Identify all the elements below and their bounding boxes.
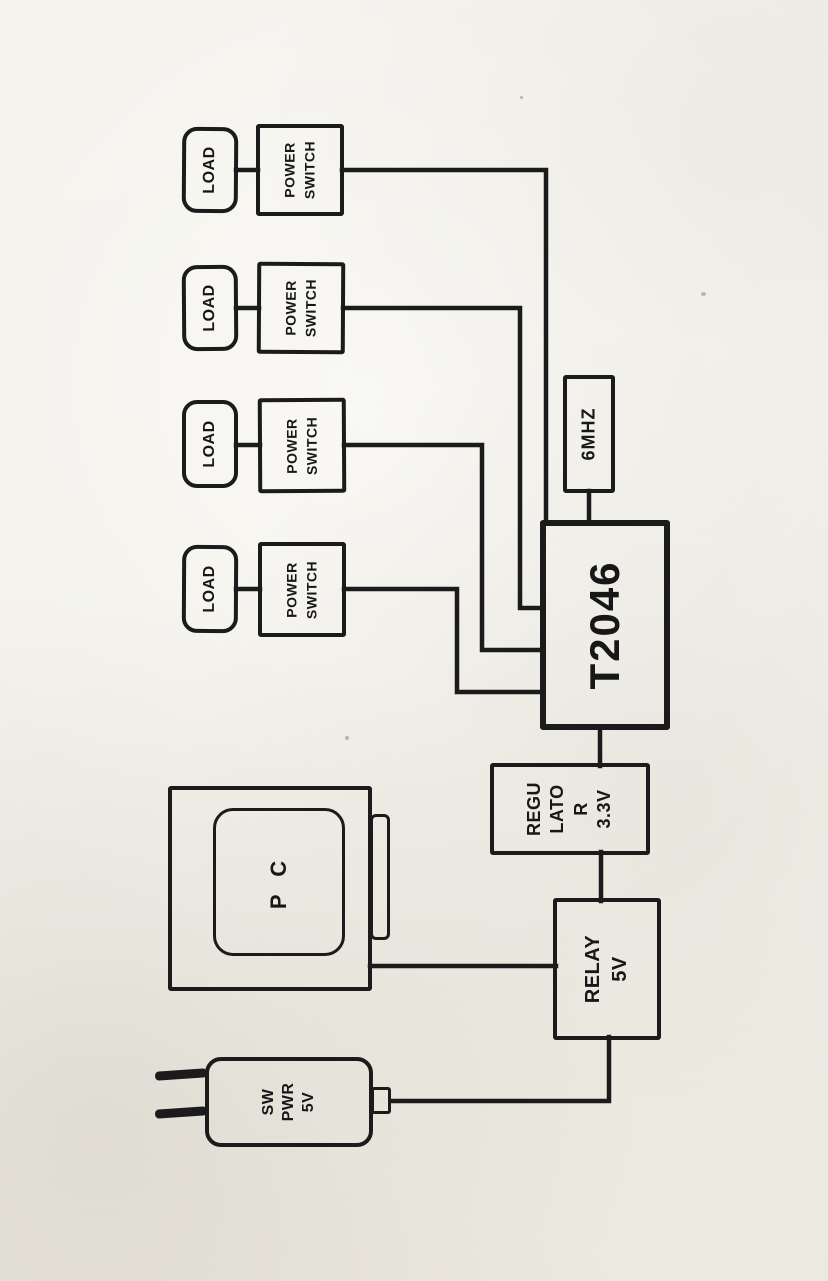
power-switch-box-2: POWER SWITCH: [256, 261, 346, 355]
controller-box: T2046: [540, 520, 670, 730]
power-switch-line2: SWITCH: [304, 560, 320, 619]
wire-switch2-controller: [340, 305, 546, 611]
power-switch-line1: POWER: [283, 561, 300, 618]
load-label: LOAD: [200, 146, 219, 194]
load-box-3: LOAD: [182, 400, 238, 488]
wire-relay-psu: [388, 1034, 612, 1104]
power-switch-line2: SWITCH: [302, 278, 320, 338]
scan-speckle: [520, 96, 523, 99]
power-switch-label: POWER SWITCH: [282, 416, 323, 474]
power-switch-line1: POWER: [282, 280, 299, 336]
load-label: LOAD: [200, 284, 219, 332]
load-box-2: LOAD: [181, 264, 239, 352]
power-switch-label: POWER SWITCH: [281, 279, 322, 337]
power-switch-line2: SWITCH: [303, 416, 321, 475]
regulator-line2: LATO: [547, 784, 568, 834]
load-label: LOAD: [201, 420, 218, 468]
regulator-line1: REGU: [524, 781, 545, 837]
power-switch-box-1: POWER SWITCH: [256, 124, 344, 216]
scan-speckle: [701, 292, 706, 296]
power-supply-box: SW PWR 5V: [205, 1057, 373, 1147]
load-box-1: LOAD: [181, 126, 239, 214]
power-switch-label: POWER SWITCH: [280, 141, 321, 199]
power-switch-line1: POWER: [281, 142, 298, 198]
load-box-4: LOAD: [181, 544, 239, 634]
regulator-box: REGU LATO R 3.3V: [490, 763, 650, 855]
power-supply-connector-tab: [371, 1087, 391, 1114]
power-switch-line2: SWITCH: [302, 140, 318, 200]
power-supply-label: SW PWR 5V: [259, 1083, 319, 1122]
regulator-line4: 3.3V: [594, 789, 615, 829]
pc-stand: [370, 814, 390, 940]
relay-line2: 5V: [609, 956, 631, 982]
power-switch-box-4: POWER SWITCH: [258, 542, 346, 637]
wire-switch3-controller: [341, 442, 546, 653]
controller-label: T2046: [581, 560, 628, 690]
power-switch-line1: POWER: [283, 417, 300, 474]
pc-screen: P C: [213, 808, 345, 956]
wire-switch1-controller: [339, 167, 549, 525]
power-switch-box-3: POWER SWITCH: [257, 397, 347, 494]
scan-speckle: [345, 736, 349, 740]
relay-box: RELAY 5V: [553, 898, 661, 1040]
relay-line1: RELAY: [582, 934, 604, 1004]
crystal-box: 6MHZ: [563, 375, 615, 493]
power-supply-line1: SW: [260, 1088, 277, 1116]
power-switch-label: POWER SWITCH: [282, 560, 323, 618]
load-label: LOAD: [200, 565, 219, 613]
pc-label: P C: [266, 854, 291, 910]
power-supply-line3: 5V: [300, 1091, 317, 1113]
wire-switch4-controller: [341, 586, 546, 695]
crystal-label: 6MHZ: [578, 407, 599, 461]
relay-label: RELAY 5V: [580, 935, 634, 1003]
power-supply-line2: PWR: [280, 1082, 297, 1122]
regulator-label: REGU LATO R 3.3V: [523, 782, 617, 836]
regulator-line3: R: [571, 802, 591, 816]
